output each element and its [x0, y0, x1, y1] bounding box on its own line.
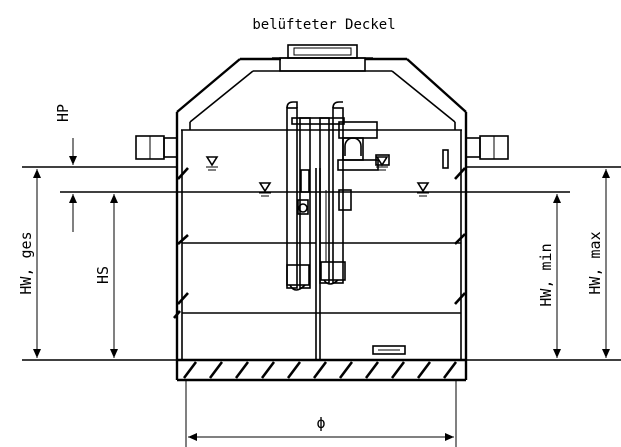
hp-label: HP [54, 104, 72, 122]
floor-hatching [182, 361, 458, 379]
diameter-label: ϕ [316, 414, 325, 432]
lid-label: belüfteter Deckel [252, 17, 395, 33]
ventilated-lid [272, 44, 373, 72]
water-level-triangle-icon [205, 156, 430, 197]
pump-assembly [286, 101, 449, 355]
wall-hatching [173, 167, 466, 319]
tank-body [177, 130, 466, 382]
hw-max-label: HW, max [586, 231, 604, 294]
hs-label: HS [94, 266, 112, 284]
dome-cone [175, 57, 468, 380]
water-levels [22, 166, 621, 361]
inlet-pipe [135, 135, 178, 160]
hw-min-label: HW, min [537, 243, 555, 306]
outlet-pipe [465, 135, 509, 160]
dimension-diameter [185, 380, 457, 447]
hw-ges-label: HW, ges [17, 231, 35, 294]
